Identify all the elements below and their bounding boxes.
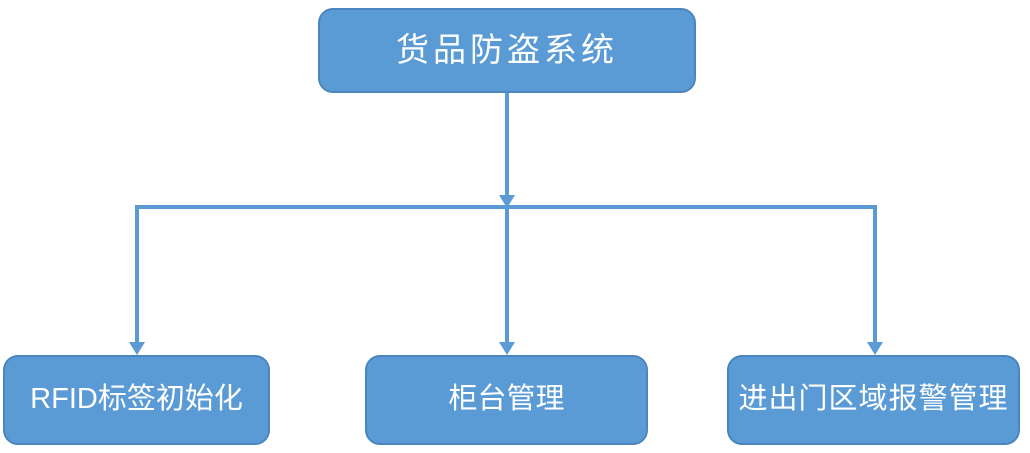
root-node-label: 货品防盗系统	[396, 31, 618, 69]
child-node-entry-exit-area-alarm-management: 进出门区域报警管理	[727, 355, 1020, 445]
connector-drop-left	[129, 205, 145, 355]
child-node-rfid-tag-init-label: RFID标签初始化	[30, 383, 243, 416]
child-node-rfid-tag-init: RFID标签初始化	[3, 355, 270, 445]
root-node-anti-theft-system: 货品防盗系统	[318, 8, 696, 93]
child-node-entry-exit-area-alarm-management-label: 进出门区域报警管理	[738, 383, 1009, 416]
child-node-counter-management-label: 柜台管理	[448, 383, 565, 416]
connector-drop-right	[867, 205, 883, 355]
connector-drop-middle	[499, 207, 515, 355]
child-node-counter-management: 柜台管理	[365, 355, 648, 445]
connector-root-stem	[499, 93, 515, 208]
